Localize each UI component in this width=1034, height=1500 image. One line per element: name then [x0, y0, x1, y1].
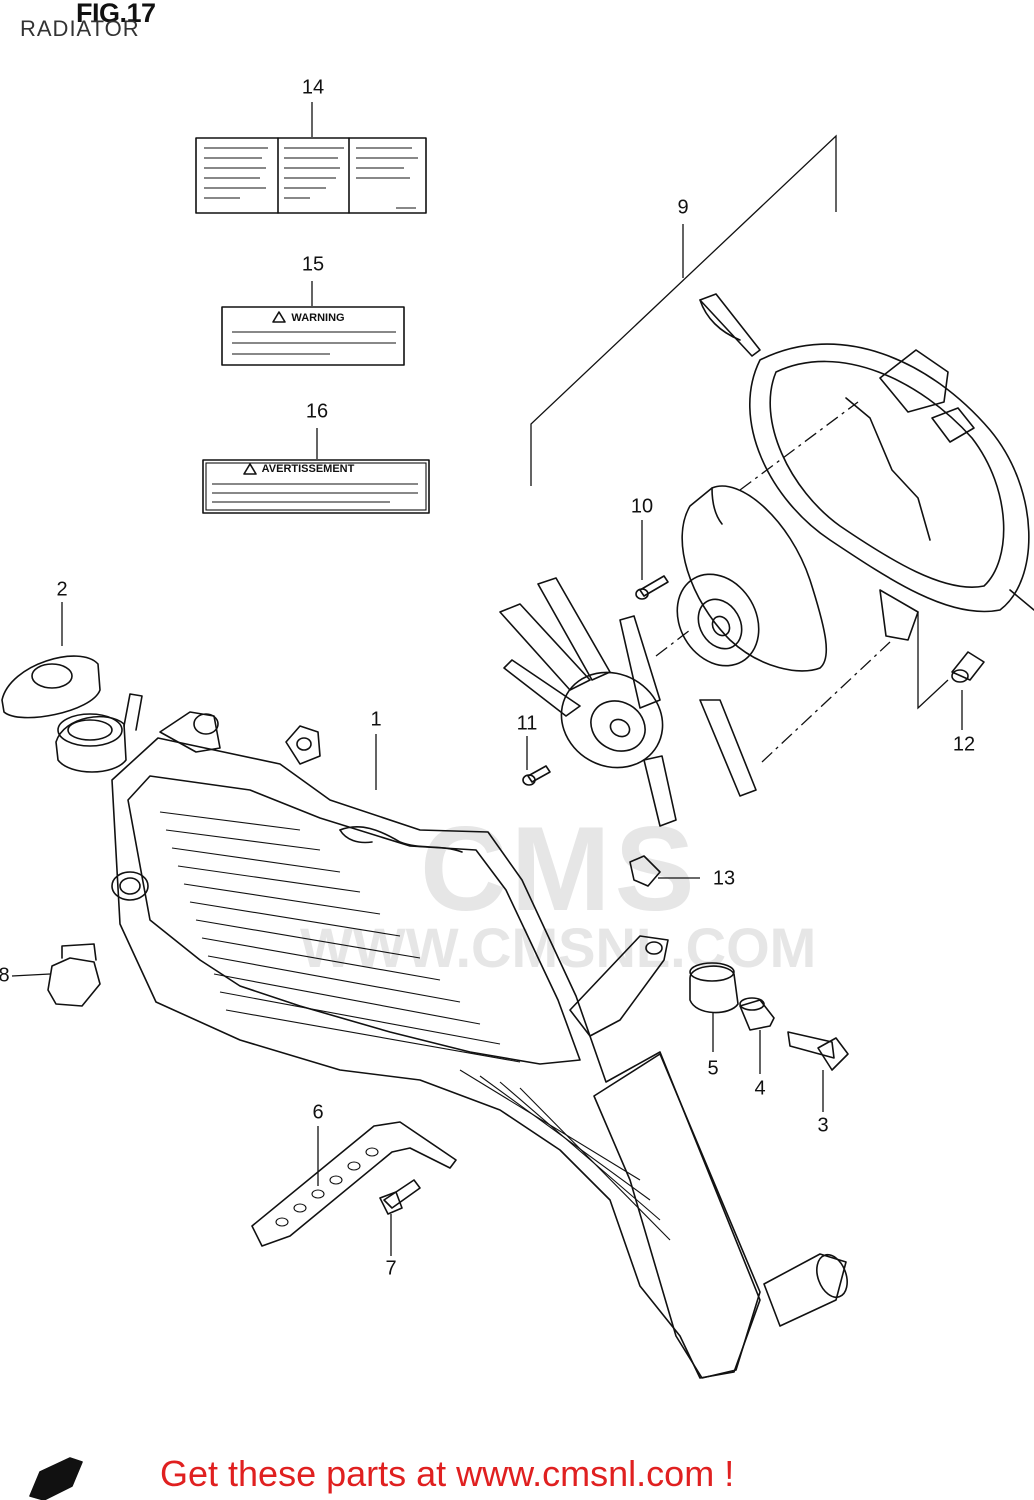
callout-2: 2 — [56, 578, 68, 601]
callout-16: 16 — [305, 400, 329, 423]
collar-4-drawing — [739, 997, 775, 1074]
callout-5: 5 — [707, 1057, 719, 1080]
label-15-drawing — [221, 306, 405, 366]
fan-blade-drawing — [499, 577, 891, 827]
callout-7: 7 — [385, 1257, 397, 1280]
damper-5-drawing — [689, 962, 739, 1052]
callout-14: 14 — [301, 76, 325, 99]
fan-shroud-drawing — [699, 293, 1034, 641]
radiator-cap-drawing — [1, 602, 101, 719]
radiator-fins — [159, 811, 671, 1241]
fwd-arrow-icon — [29, 1457, 83, 1500]
bracket-6-drawing — [251, 1121, 457, 1247]
figure-subtitle: RADIATOR — [20, 16, 140, 41]
nut-13-drawing — [629, 855, 661, 887]
callout-1: 1 — [370, 708, 382, 731]
screw-10-drawing — [635, 575, 669, 600]
callout-6: 6 — [312, 1101, 324, 1124]
drain-plug-drawing — [11, 943, 101, 1007]
get-parts-link[interactable]: Get these parts at www.cmsnl.com ! — [160, 1453, 735, 1494]
bolt-3-drawing — [787, 1031, 849, 1112]
label-16-drawing — [202, 459, 430, 514]
callout-8: 8 — [0, 964, 10, 987]
bolt-12-drawing — [917, 612, 985, 710]
callout-13: 13 — [712, 867, 736, 890]
callout-10: 10 — [630, 495, 654, 518]
callout-3: 3 — [817, 1114, 829, 1137]
callout-4: 4 — [754, 1077, 766, 1100]
watermark-url: WWW.CMSNL.COM — [300, 916, 817, 979]
avertissement-label-text: AVERTISSEMENT — [261, 463, 355, 475]
fan-motor-drawing — [676, 485, 828, 672]
warning-label-text: WARNING — [291, 312, 345, 324]
watermark-brand: CMS — [420, 802, 699, 936]
bolt-7-drawing — [379, 1179, 421, 1256]
callout-12: 12 — [952, 733, 976, 756]
label-14-drawing — [195, 137, 427, 214]
figure-title: FIG.17 — [76, 0, 156, 28]
callout-9: 9 — [677, 196, 689, 219]
part-9-bracket — [530, 134, 837, 486]
screw-11-drawing — [522, 765, 551, 786]
callout-15: 15 — [301, 253, 325, 276]
callout-11: 11 — [516, 712, 538, 735]
radiator-core-drawing — [55, 693, 848, 1379]
